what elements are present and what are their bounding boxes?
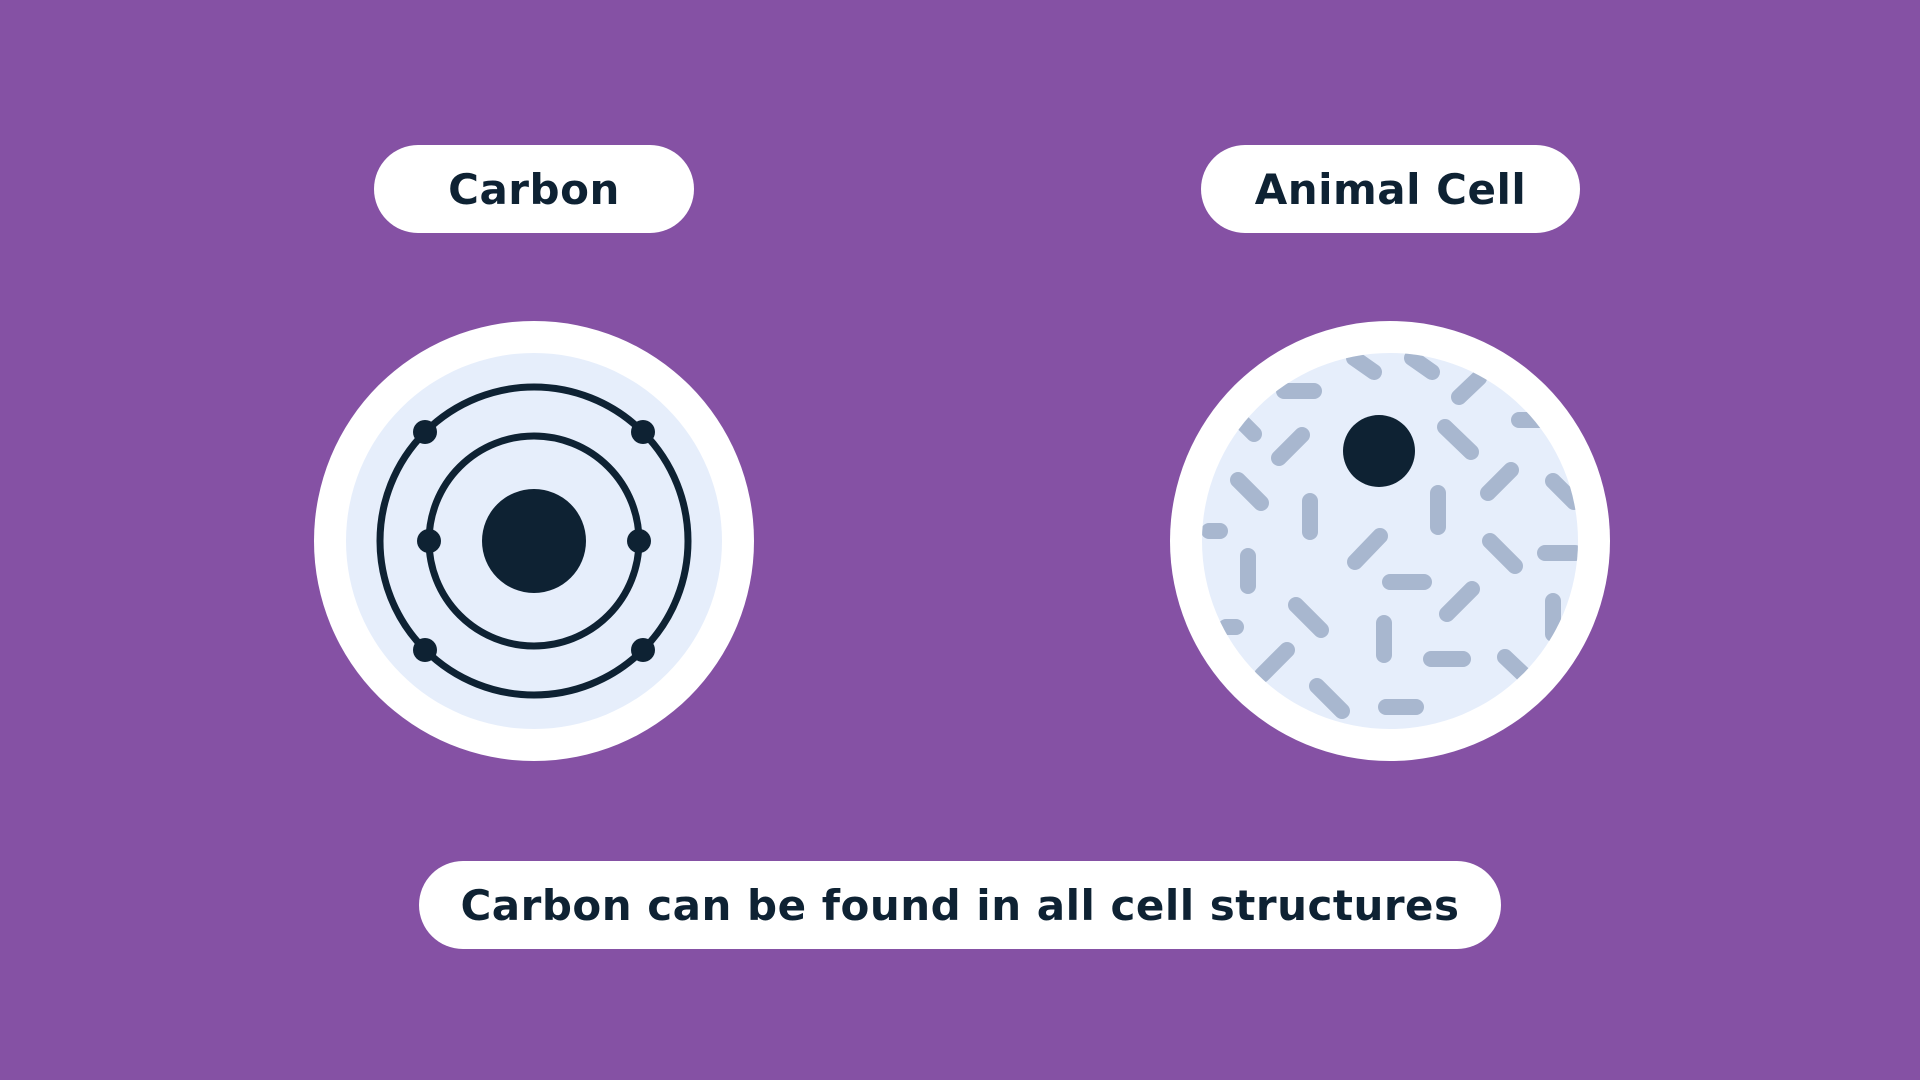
electron (631, 420, 655, 444)
animal-cell-icon (1170, 321, 1610, 761)
organelle (1346, 353, 1382, 380)
electron (417, 529, 441, 553)
carbon-label-text: Carbon (448, 164, 620, 214)
organelle (1234, 414, 1262, 442)
carbon-nucleus (482, 489, 586, 593)
organelle (1482, 533, 1523, 574)
organelle (1309, 678, 1350, 719)
organelle (1545, 473, 1578, 510)
organelle (1451, 370, 1487, 405)
organelle (1480, 462, 1519, 501)
electron (413, 420, 437, 444)
caption: Carbon can be found in all cell structur… (419, 861, 1501, 949)
carbon-label: Carbon (374, 145, 694, 233)
organelle (1288, 597, 1329, 638)
organelle (1497, 649, 1533, 684)
carbon-atom-icon (314, 321, 754, 761)
animal-cell-label-text: Animal Cell (1254, 164, 1527, 214)
cell-nucleus (1343, 415, 1415, 487)
electron (413, 638, 437, 662)
organelle (1254, 642, 1295, 683)
organelle (1437, 419, 1479, 460)
organelle (1230, 472, 1269, 511)
electron (627, 529, 651, 553)
organelle (1271, 427, 1310, 466)
animal-cell-label: Animal Cell (1201, 145, 1580, 233)
organelle (1404, 353, 1440, 380)
carbon-outer-shell (376, 383, 692, 699)
organelle (1347, 528, 1388, 570)
electron (631, 638, 655, 662)
caption-text: Carbon can be found in all cell structur… (460, 880, 1460, 930)
organelle (1439, 581, 1480, 622)
